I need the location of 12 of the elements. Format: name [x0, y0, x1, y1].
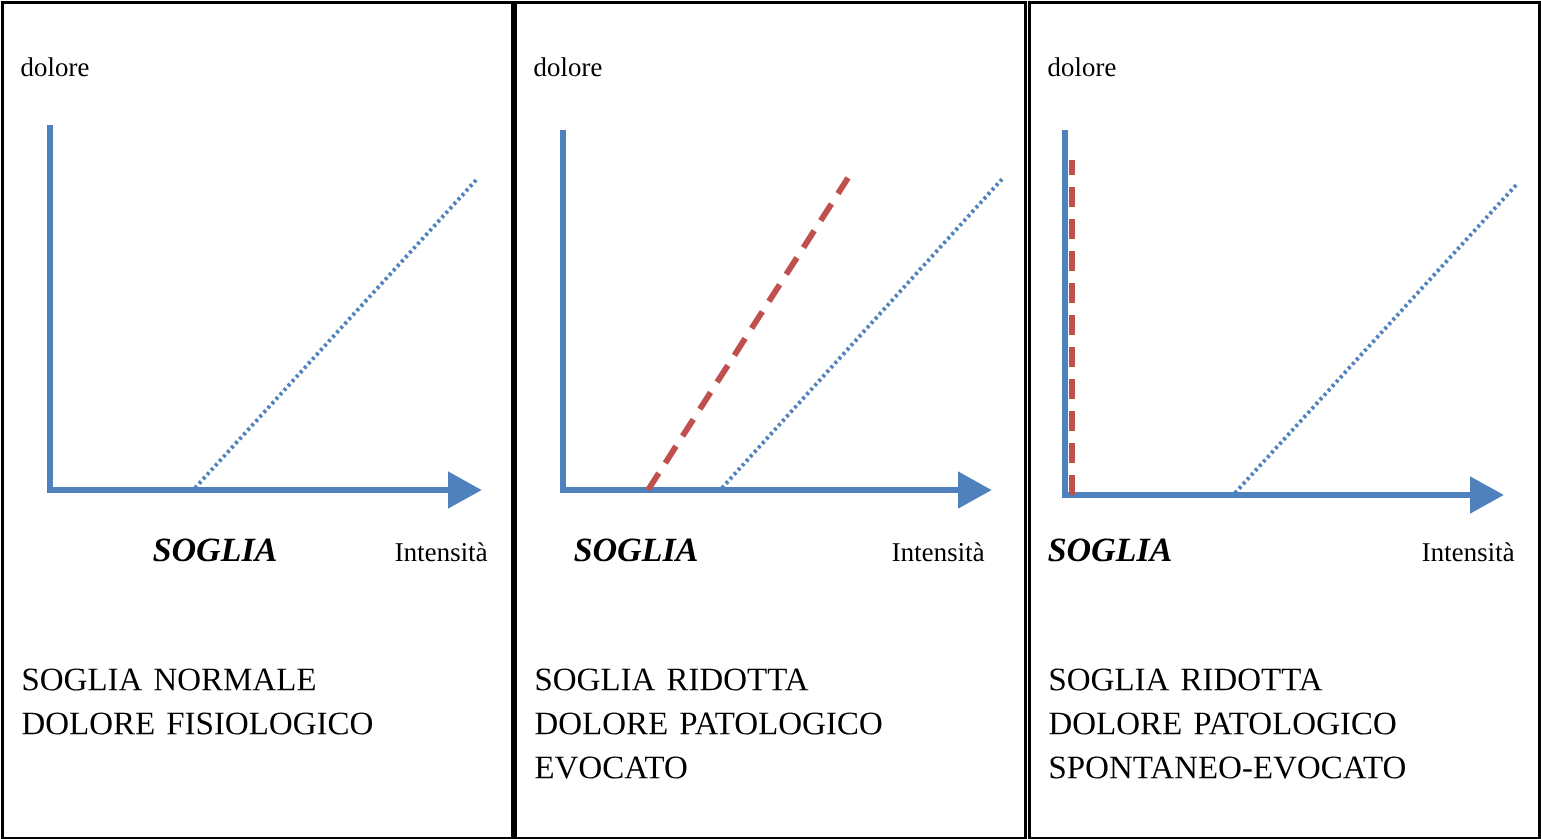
axis-label: Intensità [892, 542, 985, 562]
axis-label: Intensità [1422, 542, 1515, 562]
axis-label: dolore [21, 57, 89, 77]
axis-label: dolore [1048, 57, 1116, 77]
threshold-label: SOGLIA [153, 538, 276, 562]
axis-label: dolore [534, 57, 602, 77]
axis-label: Intensità [395, 542, 488, 562]
panel-label: SOGLIA RIDOTTA DOLORE PATOLOGICO EVOCATO [535, 668, 882, 779]
panel-label: SOGLIA NORMALE DOLORE FISIOLOGICO [22, 668, 372, 735]
panel-label: SOGLIA RIDOTTA DOLORE PATOLOGICO SPONTANEO-EVOCATO [1049, 668, 1405, 779]
threshold-label: SOGLIA [1048, 538, 1171, 562]
threshold-label: SOGLIA [574, 538, 697, 562]
